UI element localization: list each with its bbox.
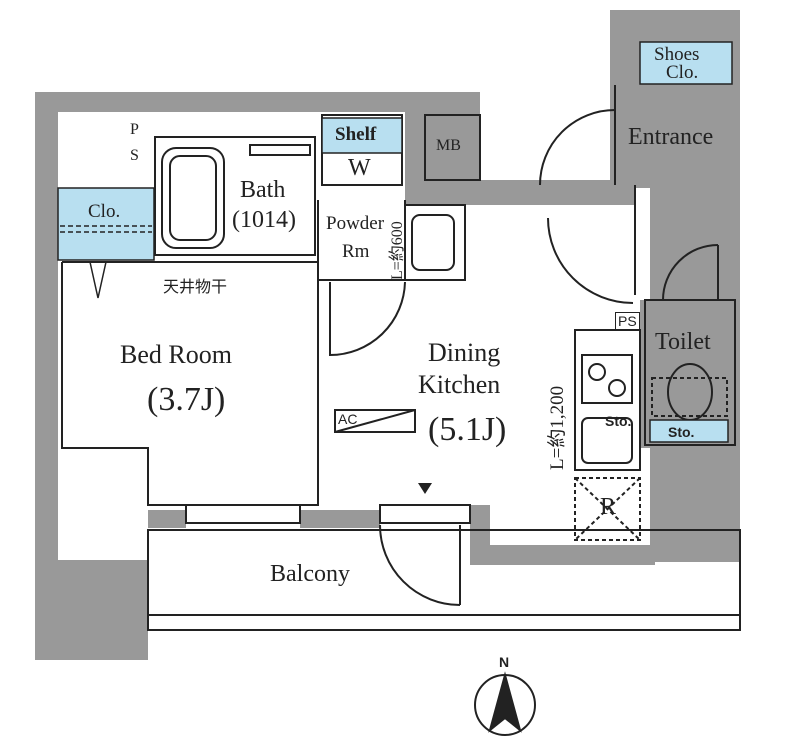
bedroom-size: (3.7J) (147, 381, 226, 418)
toilet-name: Toilet (655, 329, 711, 355)
powder-line2: Rm (342, 241, 370, 262)
closet-label: Clo. (88, 201, 121, 222)
wall-left (35, 92, 148, 660)
bedroom-name: Bed Room (120, 340, 232, 369)
powder-line1: Powder (326, 213, 385, 234)
ps-top-line2: S (130, 147, 139, 164)
compass-north-label: N (499, 654, 510, 670)
wall-top-left (110, 92, 410, 112)
dining-line1: Dining (428, 338, 501, 367)
storage (57, 41, 733, 443)
shelf-box (321, 117, 403, 154)
bath-name: Bath (240, 177, 286, 203)
wall-bottom-right (470, 448, 655, 565)
wall-balcony-left (148, 510, 186, 528)
vanity-length: L=約600 (389, 221, 406, 280)
ceiling-dryer-label: 天井物干 (163, 279, 228, 296)
balcony-marker (418, 483, 432, 494)
wall-balcony-mid (300, 510, 380, 528)
ps-kitchen-label: PS (615, 312, 640, 330)
dining-size: (5.1J) (428, 411, 507, 448)
partitions (61, 85, 741, 631)
dining-line2: Kitchen (418, 370, 501, 399)
bath-size: (1014) (232, 207, 296, 233)
kitchen-length: L=約1,200 (547, 385, 568, 470)
entrance-name: Entrance (628, 124, 714, 150)
closet-box (57, 187, 155, 261)
walls (35, 10, 740, 660)
compass (474, 671, 536, 736)
toilet-storage-label: Sto. (668, 424, 695, 440)
shoes-line2: Clo. (666, 62, 699, 83)
ps-top-line1: P (130, 121, 139, 138)
kitchen-storage-label: Sto. (605, 413, 632, 429)
wall-mb (405, 10, 740, 562)
ac-label: AC (338, 411, 358, 427)
balcony-name: Balcony (270, 561, 350, 587)
toilet-storage-box (649, 419, 729, 443)
refrigerator-label: R (600, 494, 617, 520)
shelf-label: Shelf (335, 124, 377, 145)
shoes-box (639, 41, 733, 85)
shoes-line1: Shoes (654, 44, 700, 65)
washer-label: W (348, 155, 371, 181)
mb-label: MB (436, 137, 461, 154)
